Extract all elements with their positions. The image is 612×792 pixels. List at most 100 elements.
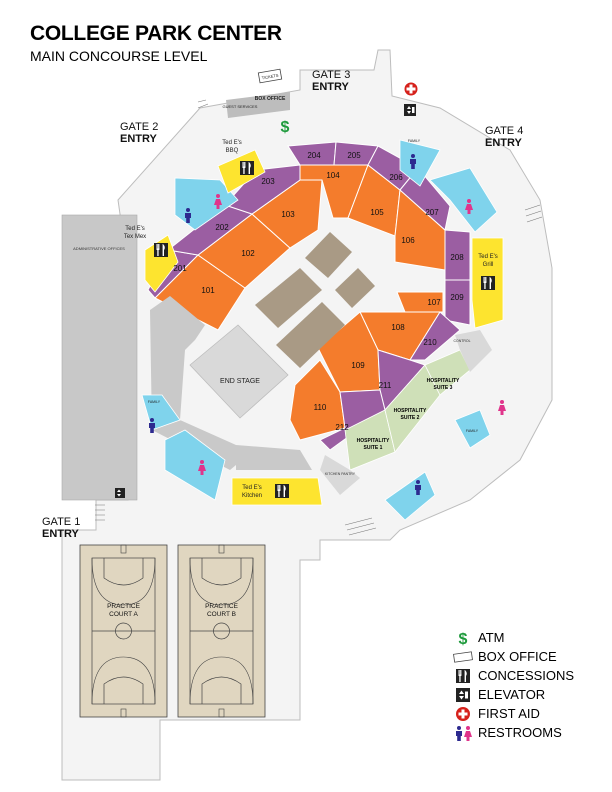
atm-icon: $	[452, 630, 474, 646]
practice-court-a[interactable]: PRACTICE COURT A	[79, 544, 168, 718]
label-205: 205	[347, 151, 361, 160]
label-212: 212	[335, 423, 349, 432]
box-office-area	[226, 92, 290, 118]
label-108: 108	[391, 323, 405, 332]
grill-line1: Ted E's	[478, 254, 498, 260]
concessions-icon	[240, 161, 254, 175]
gate-labels: GATE 3 ENTRY GATE 2 ENTRY GATE 4 ENTRY G…	[42, 69, 523, 540]
section-212[interactable]	[319, 389, 386, 451]
legend-label: RESTROOMS	[478, 725, 562, 740]
label-207: 207	[425, 208, 439, 217]
restroom-south-west[interactable]	[164, 429, 226, 501]
legend-elevator: ELEVATOR	[452, 685, 602, 704]
restroom-east[interactable]	[429, 167, 498, 233]
box-office-icon	[452, 649, 474, 665]
label-102: 102	[241, 249, 255, 258]
practice-court-b[interactable]: PRACTICE COURT B	[177, 544, 266, 718]
kitchen-line2: Kitchen	[242, 493, 262, 499]
gate-3-line1: GATE 3	[312, 69, 350, 81]
label-208: 208	[450, 253, 464, 262]
gate-4-line1: GATE 4	[485, 125, 523, 137]
control-room	[455, 330, 492, 372]
control-label: CONTROL	[453, 339, 470, 343]
concessions-icon	[154, 243, 168, 257]
concession-texmex[interactable]	[144, 234, 179, 293]
hospitality-suite-3-line1: HOSPITALITY	[427, 378, 460, 384]
gate-2-line2: ENTRY	[120, 133, 158, 145]
stage-wing	[150, 296, 236, 470]
svg-text:$: $	[459, 631, 468, 646]
legend-first-aid: FIRST AID	[452, 704, 602, 723]
label-103: 103	[281, 210, 295, 219]
first-aid-icon	[403, 81, 419, 97]
court-a-line2: COURT A	[109, 611, 138, 618]
gate-1-line2: ENTRY	[42, 528, 80, 540]
gate-1-line1: GATE 1	[42, 516, 80, 528]
restroom-north-east[interactable]	[399, 139, 441, 187]
hospitality-suite-1-line1: HOSPITALITY	[357, 438, 390, 444]
svg-text:TICKETS: TICKETS	[261, 73, 279, 81]
label-202: 202	[215, 223, 229, 232]
elevator-icon	[452, 687, 474, 703]
label-203: 203	[261, 177, 275, 186]
section-209[interactable]	[444, 279, 471, 326]
map-legend: $ ATM BOX OFFICE CONCESSIONS ELEVATOR FI…	[452, 628, 602, 742]
guest-services-label: GUEST SERVICES	[223, 104, 258, 109]
family-restroom-label-ne: FAMILY	[408, 139, 421, 143]
restroom-southeast-family[interactable]	[454, 409, 491, 449]
atm-icon: $	[281, 119, 290, 136]
bbq-line1: Ted E's	[222, 140, 242, 146]
gate-2-line1: GATE 2	[120, 121, 158, 133]
label-109: 109	[351, 361, 365, 370]
legend-label: FIRST AID	[478, 706, 540, 721]
legend-label: CONCESSIONS	[478, 668, 575, 683]
kitchen-pantry	[320, 455, 360, 495]
family-restroom-label-sw: FAMILY	[148, 400, 161, 404]
texmex-line2: Tex Mex	[124, 234, 146, 240]
label-107: 107	[427, 298, 441, 307]
label-101: 101	[201, 286, 215, 295]
section-107[interactable]	[396, 291, 444, 313]
label-110: 110	[314, 403, 327, 412]
hospitality-suite-2-line2: SUITE 2	[401, 415, 420, 421]
tickets-icon: TICKETS	[257, 68, 283, 84]
administrative-offices-label: ADMINISTRATIVE OFFICES	[73, 246, 125, 251]
kitchen-line1: Ted E's	[242, 485, 262, 491]
page-title: COLLEGE PARK CENTER	[30, 22, 282, 45]
legend-box-office: BOX OFFICE	[452, 647, 602, 666]
restroom-southeast[interactable]	[384, 471, 436, 521]
gate-3-line2: ENTRY	[312, 81, 350, 93]
end-stage-label: END STAGE	[220, 378, 260, 385]
page-subtitle: MAIN CONCOURSE LEVEL	[30, 48, 208, 64]
administrative-offices	[61, 214, 138, 501]
section-210[interactable]	[409, 311, 461, 361]
box-office-label: BOX OFFICE	[255, 96, 286, 102]
label-106: 106	[401, 236, 415, 245]
hospitality-suite-1-line2: SUITE 1	[364, 445, 383, 451]
label-206: 206	[389, 173, 403, 182]
label-211: 211	[379, 381, 392, 390]
grill-line2: Grill	[483, 262, 494, 268]
restrooms-icon	[452, 725, 474, 741]
label-104: 104	[326, 171, 340, 180]
first-aid-icon	[452, 706, 474, 722]
lower-seating	[154, 164, 446, 441]
court-b-line1: PRACTICE	[205, 603, 239, 610]
label-204: 204	[307, 151, 321, 160]
legend-label: BOX OFFICE	[478, 649, 557, 664]
court-b-line2: COURT B	[207, 611, 236, 618]
label-105: 105	[370, 208, 384, 217]
legend-label: ATM	[478, 630, 505, 645]
label-201: 201	[173, 264, 187, 273]
legend-concessions: CONCESSIONS	[452, 666, 602, 685]
upper-seating	[147, 141, 471, 451]
family-restroom-label-se: FAMILY	[466, 429, 479, 433]
section-labels: 101 102 103 104 105 106 107 108 109 110 …	[173, 151, 464, 432]
legend-label: ELEVATOR	[478, 687, 546, 702]
concessions-icon	[481, 276, 495, 290]
concessions-icon	[452, 668, 474, 684]
hospitality-suite-3-line2: SUITE 3	[434, 385, 453, 391]
end-stage[interactable]	[189, 324, 289, 419]
label-209: 209	[450, 293, 464, 302]
